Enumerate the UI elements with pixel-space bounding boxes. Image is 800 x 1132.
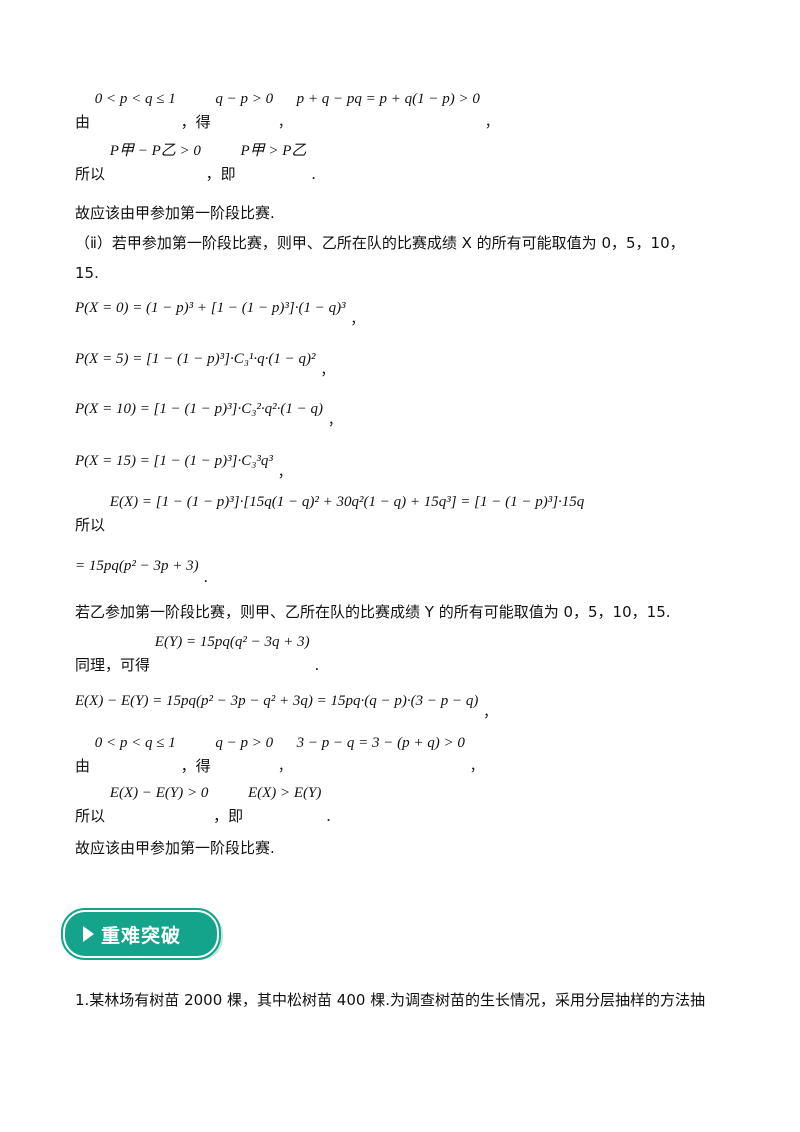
- line-16-end: .: [326, 807, 331, 825]
- line-15-expression: 3 − p − q = 3 − (p + q) > 0: [296, 735, 465, 751]
- prob-x15-formula: P(X = 15) = [1 − (1 − p)³]·C₃³q³: [75, 453, 273, 469]
- line-1: 由 0 < p < q ≤ 1 ，得 q − p > 0 ， p + q − p…: [75, 91, 499, 131]
- line-15-condition: 0 < p < q ≤ 1: [94, 735, 176, 751]
- line-14: E(X) − E(Y) = 15pq(p² − 3p − q² + 3q) = …: [75, 690, 497, 721]
- line-12: 若乙参加第一阶段比赛，则甲、乙所在队的比赛成绩 Y 的所有可能取值为 0，5，1…: [75, 603, 671, 621]
- line-7: P(X = 5) = [1 − (1 − p)³]·C₃¹·q·(1 − q)²…: [75, 348, 334, 379]
- line-1-condition: 0 < p < q ≤ 1: [94, 91, 176, 107]
- line-15: 由 0 < p < q ≤ 1 ，得 q − p > 0 ， 3 − p − q…: [75, 735, 484, 775]
- expectation-difference: E(X) − E(Y) = 15pq(p² − 3p − q² + 3q) = …: [75, 693, 479, 709]
- line-13: 同理，可得 E(Y) = 15pq(q² − 3q + 3) .: [75, 634, 319, 674]
- line-14-end: ，: [483, 705, 498, 721]
- section-badge: 重难突破: [61, 908, 221, 960]
- line-1-sep: ，: [277, 115, 292, 131]
- line-16: 所以 E(X) − E(Y) > 0 ，即 E(X) > E(Y) .: [75, 785, 331, 825]
- line-8: P(X = 10) = [1 − (1 − p)³]·C₃²·q²·(1 − q…: [75, 398, 342, 429]
- line-16-prefix: 所以: [75, 807, 106, 825]
- line-8-end: ，: [327, 413, 342, 429]
- line-3: 故应该由甲参加第一阶段比赛.: [75, 204, 275, 222]
- section-title: 重难突破: [101, 925, 182, 947]
- line-13-end: .: [314, 656, 320, 674]
- line-5: 15.: [75, 264, 99, 282]
- expectation-x-simplified: = 15pq(p² − 3p + 3): [75, 558, 199, 574]
- line-1-prefix: 由: [75, 113, 91, 131]
- line-15-sep: ，: [277, 759, 292, 775]
- expectation-y-formula: E(Y) = 15pq(q² − 3q + 3): [154, 634, 310, 650]
- line-2-text: ，即: [205, 165, 236, 183]
- line-7-end: ，: [320, 363, 335, 379]
- line-13-prefix: 同理，可得: [75, 656, 151, 674]
- line-1-end: ，: [484, 115, 499, 131]
- line-2-math-1: P甲 − P乙 > 0: [109, 143, 201, 159]
- line-6-end: ，: [350, 312, 365, 328]
- line-15-end: ，: [469, 759, 484, 775]
- line-1-result: q − p > 0: [215, 91, 274, 107]
- line-15-result: q − p > 0: [215, 735, 274, 751]
- expectation-x-formula: E(X) = [1 − (1 − p)³]·[15q(1 − q)² + 30q…: [109, 494, 585, 510]
- line-6: P(X = 0) = (1 − p)³ + [1 − (1 − p)³]·(1 …: [75, 297, 364, 328]
- line-10: 所以 E(X) = [1 − (1 − p)³]·[15q(1 − q)² + …: [75, 494, 584, 534]
- line-16-math-1: E(X) − E(Y) > 0: [109, 785, 209, 801]
- line-10-prefix: 所以: [75, 516, 106, 534]
- line-2-end: .: [311, 165, 316, 183]
- line-16-math-2: E(X) > E(Y): [247, 785, 322, 801]
- line-15-prefix: 由: [75, 757, 91, 775]
- prob-x10-formula: P(X = 10) = [1 − (1 − p)³]·C₃²·q²·(1 − q…: [75, 401, 324, 417]
- line-9: P(X = 15) = [1 − (1 − p)³]·C₃³q³ ，: [75, 450, 292, 481]
- line-11: = 15pq(p² − 3p + 3) .: [75, 555, 208, 586]
- line-11-end: .: [203, 568, 209, 586]
- line-2: 所以 P甲 − P乙 > 0 ，即 P甲 > P乙 .: [75, 143, 316, 183]
- line-1-expression: p + q − pq = p + q(1 − p) > 0: [296, 91, 480, 107]
- line-4: （ⅱ）若甲参加第一阶段比赛，则甲、乙所在队的比赛成绩 X 的所有可能取值为 0，…: [75, 234, 685, 252]
- line-15-text: ，得: [180, 757, 211, 775]
- play-triangle-icon: [83, 926, 94, 942]
- line-2-prefix: 所以: [75, 165, 106, 183]
- line-17: 故应该由甲参加第一阶段比赛.: [75, 839, 275, 857]
- prob-x5-formula: P(X = 5) = [1 − (1 − p)³]·C₃¹·q·(1 − q)²: [75, 351, 316, 367]
- prob-x0-formula: P(X = 0) = (1 − p)³ + [1 − (1 − p)³]·(1 …: [75, 300, 346, 316]
- line-9-end: ，: [277, 465, 292, 481]
- problem-1: 1.某林场有树苗 2000 棵，其中松树苗 400 棵.为调查树苗的生长情况，采…: [75, 991, 705, 1009]
- line-1-text: ，得: [180, 113, 211, 131]
- line-2-math-2: P甲 > P乙: [240, 143, 307, 159]
- line-16-text: ，即: [213, 807, 244, 825]
